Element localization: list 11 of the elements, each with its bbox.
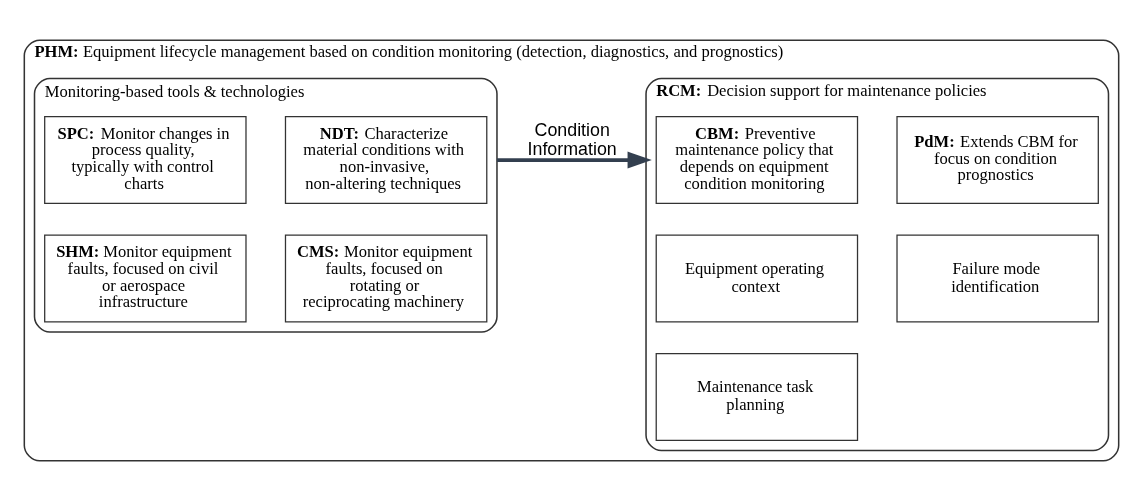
node-box: Equipment operating context xyxy=(655,234,859,322)
edge-label: Condition Information xyxy=(527,119,617,159)
node-box: Maintenance task planning xyxy=(655,352,859,441)
node-box: SHM: Monitor equipment faults, focused on civil or aerospace infrastructure xyxy=(44,234,247,322)
arrow xyxy=(496,151,652,169)
node-box: NDT: Characterize material conditions with non-invasive, non-altering techniques xyxy=(284,115,488,204)
node-box: SPC: Monitor changes in process quality, typically with control charts xyxy=(44,115,247,204)
node-box: Failure mode identification xyxy=(896,234,1099,322)
node-box: CBM: Preventive maintenance policy that depends on equipment condition monitoring xyxy=(655,115,859,204)
node-box: PdM: Extends CBM for focus on condition prognostics xyxy=(896,115,1099,204)
node-box: CMS: Monitor equipment faults, focused on rotating or reciprocating machinery xyxy=(284,234,488,322)
